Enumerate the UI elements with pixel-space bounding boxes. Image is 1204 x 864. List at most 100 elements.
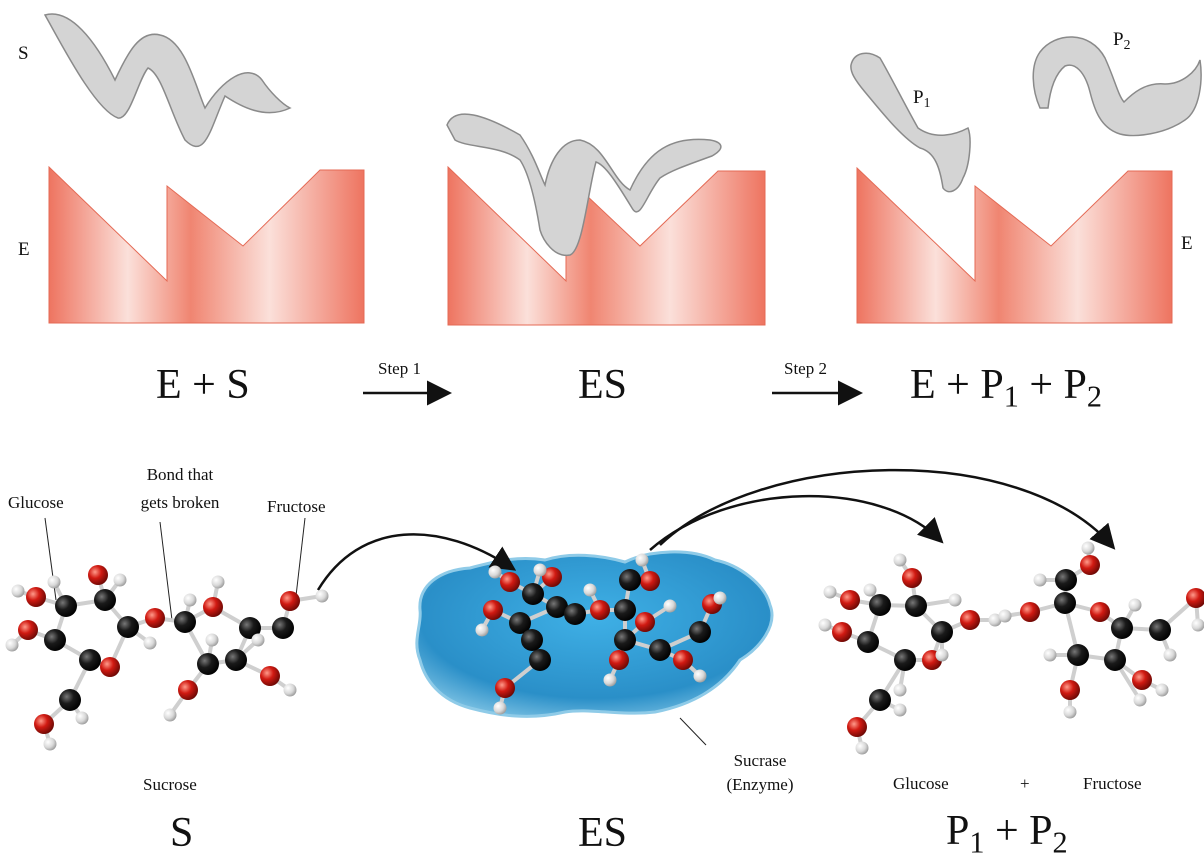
carbon-atom: [649, 639, 671, 661]
hydrogen-atom: [936, 649, 949, 662]
hydrogen-atom: [1192, 619, 1204, 632]
carbon-atom: [94, 589, 116, 611]
sucrase-label-line-1: Sucrase: [700, 752, 820, 769]
carbon-atom: [1149, 619, 1171, 641]
hydrogen-atom: [494, 702, 507, 715]
carbon-atom: [225, 649, 247, 671]
hydrogen-atom: [1064, 706, 1077, 719]
hydrogen-atom: [584, 584, 597, 597]
carbon-atom: [905, 595, 927, 617]
substrate-shape: [45, 14, 290, 146]
hydrogen-atom: [824, 586, 837, 599]
sucrase-label-line-2: (Enzyme): [700, 776, 820, 793]
hydrogen-atom: [48, 576, 61, 589]
hydrogen-atom: [949, 594, 962, 607]
hydrogen-atom: [76, 712, 89, 725]
oxygen-atom: [1020, 602, 1040, 622]
hydrogen-atom: [604, 674, 617, 687]
oxygen-atom: [640, 571, 660, 591]
fructose-bottom-label: Fructose: [1083, 775, 1142, 792]
bond-label-line-1: Bond that: [110, 466, 250, 483]
hydrogen-atom: [1134, 694, 1147, 707]
curve-arrow-to-glucose: [650, 496, 940, 550]
oxygen-atom: [178, 680, 198, 700]
oxygen-atom: [260, 666, 280, 686]
sucrase-leader-line: [680, 718, 706, 745]
hydrogen-atom: [44, 738, 57, 751]
oxygen-atom: [1060, 680, 1080, 700]
equation-enzyme-plus-products: E + P1 + P2: [910, 364, 1102, 406]
carbon-atom: [59, 689, 81, 711]
enzyme-shape-1: [49, 167, 364, 323]
oxygen-atom: [500, 572, 520, 592]
oxygen-atom: [609, 650, 629, 670]
bottom-s-label: S: [170, 812, 193, 854]
oxygen-atom: [203, 597, 223, 617]
hydrogen-atom: [1082, 542, 1095, 555]
glucose-molecule: [819, 554, 1002, 755]
plus-label: +: [1020, 775, 1030, 792]
carbon-atom: [931, 621, 953, 643]
fructose-molecule: [999, 542, 1204, 719]
carbon-atom: [1111, 617, 1133, 639]
hydrogen-atom: [999, 610, 1012, 623]
sucrose-molecule: [6, 565, 329, 751]
fructose-leader-line: [296, 518, 305, 596]
carbon-atom: [869, 594, 891, 616]
sucrase-enzyme-blob: [417, 552, 772, 716]
carbon-atom: [44, 629, 66, 651]
hydrogen-atom: [206, 634, 219, 647]
product-1-label: P1: [913, 88, 930, 107]
oxygen-atom: [483, 600, 503, 620]
product-2-label: P2: [1113, 30, 1130, 49]
oxygen-atom: [100, 657, 120, 677]
fructose-top-label: Fructose: [267, 498, 326, 515]
oxygen-atom: [1090, 602, 1110, 622]
step-1-label: Step 1: [378, 360, 421, 377]
oxygen-atom: [673, 650, 693, 670]
carbon-atom: [521, 629, 543, 651]
carbon-atom: [55, 595, 77, 617]
carbon-atom: [619, 569, 641, 591]
sucrose-label: Sucrose: [143, 776, 197, 793]
oxygen-atom: [495, 678, 515, 698]
bottom-es-label: ES: [578, 812, 627, 854]
oxygen-atom: [840, 590, 860, 610]
carbon-atom: [174, 611, 196, 633]
carbon-atom: [1054, 592, 1076, 614]
carbon-atom: [614, 599, 636, 621]
carbon-atom: [522, 583, 544, 605]
carbon-atom: [1067, 644, 1089, 666]
hydrogen-atom: [284, 684, 297, 697]
oxygen-atom: [635, 612, 655, 632]
hydrogen-atom: [12, 585, 25, 598]
hydrogen-atom: [252, 634, 265, 647]
hydrogen-atom: [316, 590, 329, 603]
hydrogen-atom: [184, 594, 197, 607]
carbon-atom: [869, 689, 891, 711]
carbon-atom: [117, 616, 139, 638]
carbon-atom: [1055, 569, 1077, 591]
glucose-top-label: Glucose: [8, 494, 64, 511]
hydrogen-atom: [864, 584, 877, 597]
oxygen-atom: [902, 568, 922, 588]
hydrogen-atom: [636, 554, 649, 567]
oxygen-atom: [18, 620, 38, 640]
oxygen-atom: [145, 608, 165, 628]
carbon-atom: [1104, 649, 1126, 671]
hydrogen-atom: [856, 742, 869, 755]
oxygen-atom: [1080, 555, 1100, 575]
substrate-label: S: [18, 44, 29, 63]
oxygen-atom: [832, 622, 852, 642]
hydrogen-atom: [1129, 599, 1142, 612]
oxygen-atom: [26, 587, 46, 607]
hydrogen-atom: [694, 670, 707, 683]
carbon-atom: [857, 631, 879, 653]
hydrogen-atom: [894, 554, 907, 567]
equation-enzyme-plus-substrate: E + S: [156, 364, 250, 406]
hydrogen-atom: [664, 600, 677, 613]
bond-leader-line: [160, 522, 172, 620]
product-1-shape: [851, 53, 970, 191]
glucose-bottom-label: Glucose: [893, 775, 949, 792]
